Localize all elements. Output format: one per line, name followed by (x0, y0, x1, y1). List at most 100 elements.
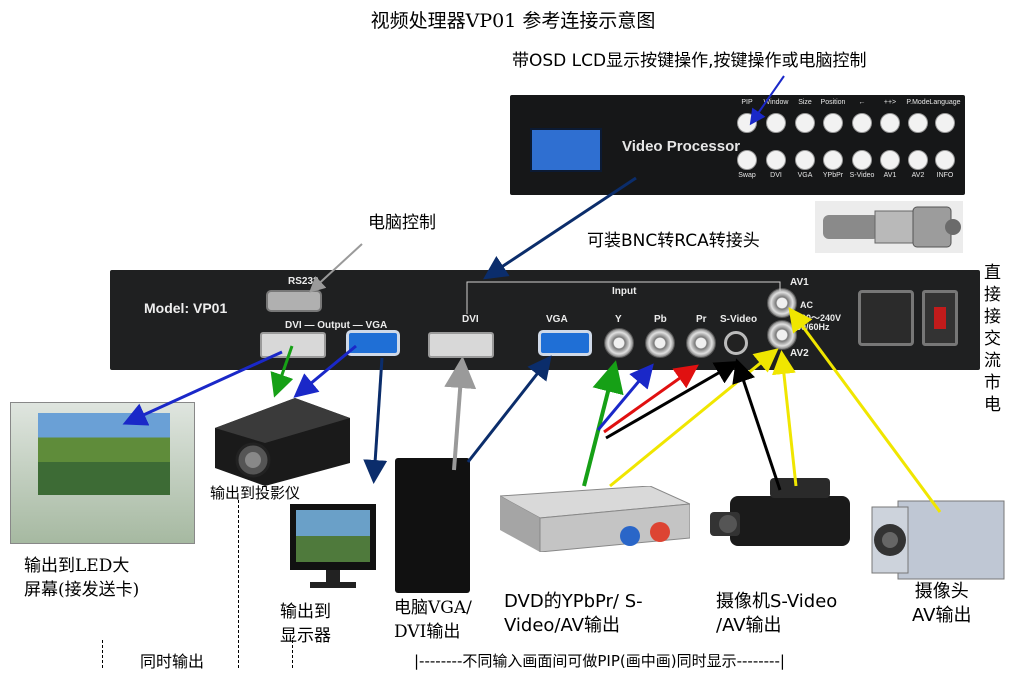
dvd-pb-arrow (596, 363, 654, 431)
pc-control-caption: 电脑控制 (368, 213, 436, 233)
pb-label: Pb (654, 314, 667, 325)
btn-label-ypbpr: YPbPr (822, 172, 844, 179)
av1-button[interactable] (880, 150, 900, 170)
voltage-label: 100～240V (796, 313, 842, 323)
dvd-av-arrow (609, 348, 779, 488)
ac-mains-char: 直 (984, 263, 1001, 283)
pr-port[interactable] (686, 328, 716, 358)
ac-mains-caption: 直 接 接 交 流 市 电 (984, 262, 1004, 416)
vga-output-port[interactable] (346, 330, 400, 356)
model-label: Model: VP01 (144, 300, 228, 316)
ac-mains-char: 市 (984, 373, 1001, 393)
ac-power-socket[interactable] (858, 290, 914, 346)
dvd-player-image (500, 486, 690, 552)
position-button[interactable] (823, 113, 843, 133)
svideo-button[interactable] (852, 150, 872, 170)
left-button[interactable] (852, 113, 872, 133)
frequency-label: 50/60Hz (796, 322, 830, 332)
front-to-rear-arrow (482, 176, 637, 280)
adapter-caption: 可装BNC转RCA转接头 (587, 231, 760, 251)
size-button[interactable] (795, 113, 815, 133)
ac-label: AC (800, 300, 813, 310)
dvi-output-port[interactable] (260, 332, 326, 358)
ypbpr-button[interactable] (823, 150, 843, 170)
bracket-middle-line (238, 500, 239, 668)
power-switch-rocker (934, 307, 946, 329)
rs232-port[interactable] (266, 290, 322, 312)
security-camera-image (871, 500, 1005, 580)
y-label: Y (615, 314, 622, 325)
svideo-port[interactable] (724, 331, 748, 355)
dvi-to-projector-arrow (270, 345, 294, 398)
y-port[interactable] (604, 328, 634, 358)
dvd-caption-line2: Video/AV输出 (504, 615, 620, 636)
camcorder-input-caption: 摄像机S-Video /AV输出 (716, 590, 837, 638)
av1-label: AV1 (790, 277, 809, 288)
bracket-right-line (292, 640, 293, 668)
simultaneous-output-caption: 同时输出 (140, 652, 205, 671)
vga-input-port[interactable] (538, 330, 592, 356)
btn-label-size: Size (798, 99, 812, 106)
btn-label-svideo: S-Video (849, 172, 875, 179)
btn-label-dvi: DVI (770, 172, 782, 179)
ac-mains-char: 接 (984, 307, 1001, 327)
vga-button[interactable] (795, 150, 815, 170)
pc-vga-arrow (466, 355, 552, 463)
pc-caption-line2: DVI输出 (394, 622, 461, 642)
projector-caption: 输出到投影仪 (210, 484, 301, 502)
vga-to-projector-arrow (293, 344, 357, 398)
pc-dvi-arrow (444, 356, 477, 471)
vga-to-monitor-arrow (363, 357, 388, 484)
info-button[interactable] (935, 150, 955, 170)
projector-image (215, 398, 350, 486)
ac-mains-char: 接 (984, 285, 1001, 305)
monitor-caption-line2: 显示器 (280, 626, 331, 646)
pc-caption-line1: 电脑VGA/ (394, 598, 472, 618)
monitor-caption-line1: 输出到 (280, 602, 331, 622)
camera-av-arrow (788, 307, 942, 513)
output-label: DVI — Output — VGA (285, 320, 388, 331)
dvi-to-led-arrow (122, 350, 283, 426)
pmode-button[interactable] (908, 113, 928, 133)
front-panel-caption: 带OSD LCD显示按键操作,按键操作或电脑控制 (512, 51, 867, 71)
ac-mains-char: 流 (984, 351, 1001, 371)
language-button[interactable] (935, 113, 955, 133)
pc-input-caption: 电脑VGA/ DVI输出 (394, 596, 472, 644)
btn-label-position: Position (820, 99, 846, 106)
av1-port[interactable] (767, 288, 797, 318)
pb-port[interactable] (645, 328, 675, 358)
bracket-left-line (102, 640, 103, 668)
pr-label: Pr (696, 314, 707, 325)
ac-mains-char: 电 (984, 395, 1001, 415)
led-output-caption: 输出到LED大 屏幕(接发送卡) (24, 554, 139, 602)
btn-label-pip: PIP (741, 99, 753, 106)
vga-in-label: VGA (546, 314, 568, 325)
monitor-image (290, 504, 376, 588)
btn-label-av2: AV2 (911, 172, 925, 179)
camcorder-caption-line2: /AV输出 (716, 615, 782, 636)
right-button[interactable] (880, 113, 900, 133)
btn-label-right: ++> (883, 99, 897, 106)
input-bracket (466, 281, 781, 314)
window-button[interactable] (766, 113, 786, 133)
ac-mains-char: 交 (984, 329, 1001, 349)
av2-button[interactable] (908, 150, 928, 170)
camera-caption-line2: AV输出 (912, 605, 972, 626)
svideo-label: S-Video (720, 314, 758, 325)
monitor-output-caption: 输出到 显示器 (280, 600, 331, 648)
led-caption-line2: 屏幕(接发送卡) (24, 580, 140, 600)
camcorder-svideo-arrow (732, 358, 782, 491)
pc-control-arrow (309, 243, 363, 293)
swap-button[interactable] (737, 150, 757, 170)
btn-label-swap: Swap (738, 172, 756, 179)
dvi-button[interactable] (766, 150, 786, 170)
btn-label-left: ← (858, 99, 866, 106)
pc-tower-image (395, 458, 470, 593)
btn-label-window: Window (763, 99, 789, 106)
dvd-caption-line1: DVD的YPbPr/ S- (504, 591, 643, 612)
btn-label-language: Language (929, 99, 961, 106)
btn-label-vga: VGA (797, 172, 813, 179)
dvi-in-label: DVI (462, 314, 479, 325)
camera-input-caption: 摄像头 AV输出 (912, 580, 971, 628)
lcd-display (530, 128, 602, 172)
